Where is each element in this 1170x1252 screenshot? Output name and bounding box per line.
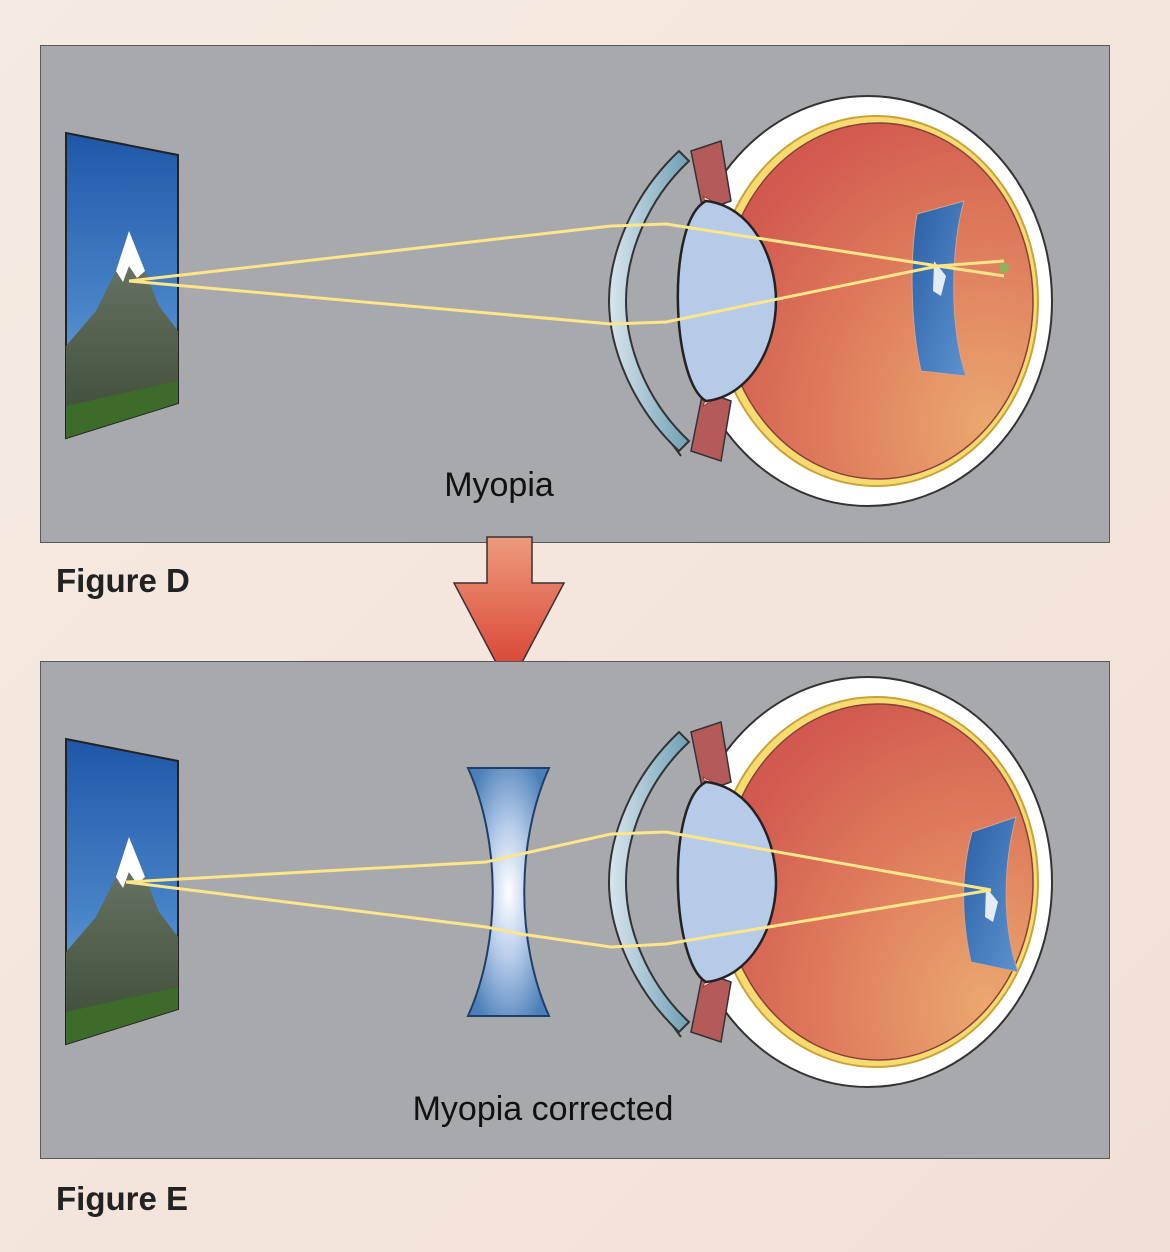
concave-lens-icon: [466, 767, 551, 1017]
figure-e-label: Figure E: [56, 1180, 189, 1217]
light-rays: [125, 830, 992, 949]
down-arrow-icon: [452, 536, 566, 689]
focal-point-marker: [999, 263, 1009, 273]
figure-d-panel: Myopia: [40, 45, 1110, 543]
light-rays: [128, 222, 1005, 326]
figure-d-label: Figure D: [56, 562, 190, 599]
eye-icon: [607, 95, 1053, 507]
mountain-image-icon: [65, 737, 179, 1046]
figure-d-caption: Myopia: [444, 466, 554, 504]
mountain-image-icon: [65, 131, 179, 440]
figure-e-panel: Myopia corrected: [40, 661, 1110, 1159]
eye-icon: [607, 676, 1053, 1088]
figure-e-caption: Myopia corrected: [412, 1090, 674, 1128]
